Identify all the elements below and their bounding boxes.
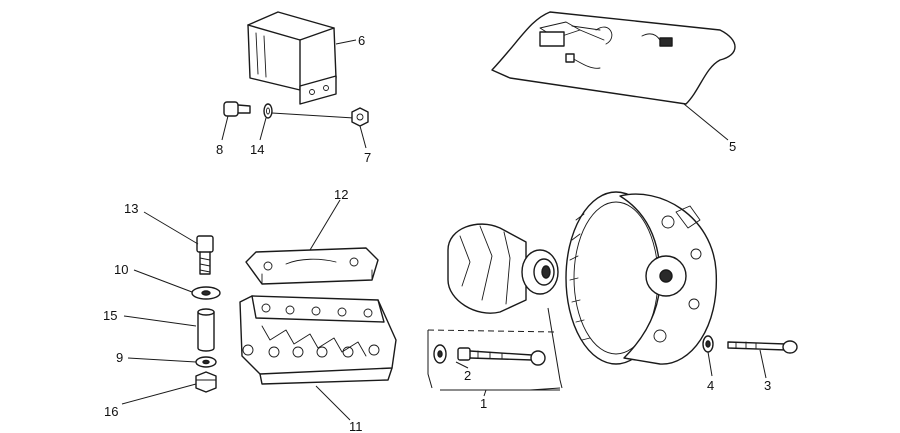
callout-15: 15 <box>103 308 117 323</box>
diode-plate-cover[interactable] <box>245 247 379 285</box>
alternator-stator-housing[interactable] <box>565 191 718 365</box>
callout-1: 1 <box>480 396 487 411</box>
upper-washer[interactable] <box>191 286 221 300</box>
lower-nut[interactable] <box>195 371 217 393</box>
callout-14: 14 <box>250 142 264 157</box>
callout-9: 9 <box>116 350 123 365</box>
callout-12: 12 <box>334 187 348 202</box>
callout-4: 4 <box>707 378 714 393</box>
callout-11: 11 <box>349 419 363 433</box>
callout-10: 10 <box>114 262 128 277</box>
callout-5: 5 <box>729 139 736 154</box>
callout-2: 2 <box>464 368 471 383</box>
through-bolt-long[interactable] <box>702 335 798 354</box>
spacer-sleeve[interactable] <box>197 308 215 352</box>
callout-3: 3 <box>764 378 771 393</box>
voltage-regulator[interactable] <box>247 11 337 105</box>
callout-7: 7 <box>364 150 371 165</box>
callout-8: 8 <box>216 142 223 157</box>
through-bolt-short[interactable] <box>433 344 546 366</box>
regulator-bolt[interactable] <box>223 101 251 117</box>
rectifier-diode-block[interactable] <box>239 295 397 385</box>
mounting-bolt[interactable] <box>196 235 214 275</box>
wiring-harness-kit[interactable] <box>491 11 736 105</box>
callout-16: 16 <box>104 404 118 419</box>
callout-6: 6 <box>358 33 365 48</box>
alternator-rotor[interactable] <box>447 223 559 314</box>
regulator-nut[interactable] <box>351 107 369 127</box>
regulator-washer[interactable] <box>263 103 273 119</box>
callout-13: 13 <box>124 201 138 216</box>
lower-washer[interactable] <box>195 356 217 368</box>
